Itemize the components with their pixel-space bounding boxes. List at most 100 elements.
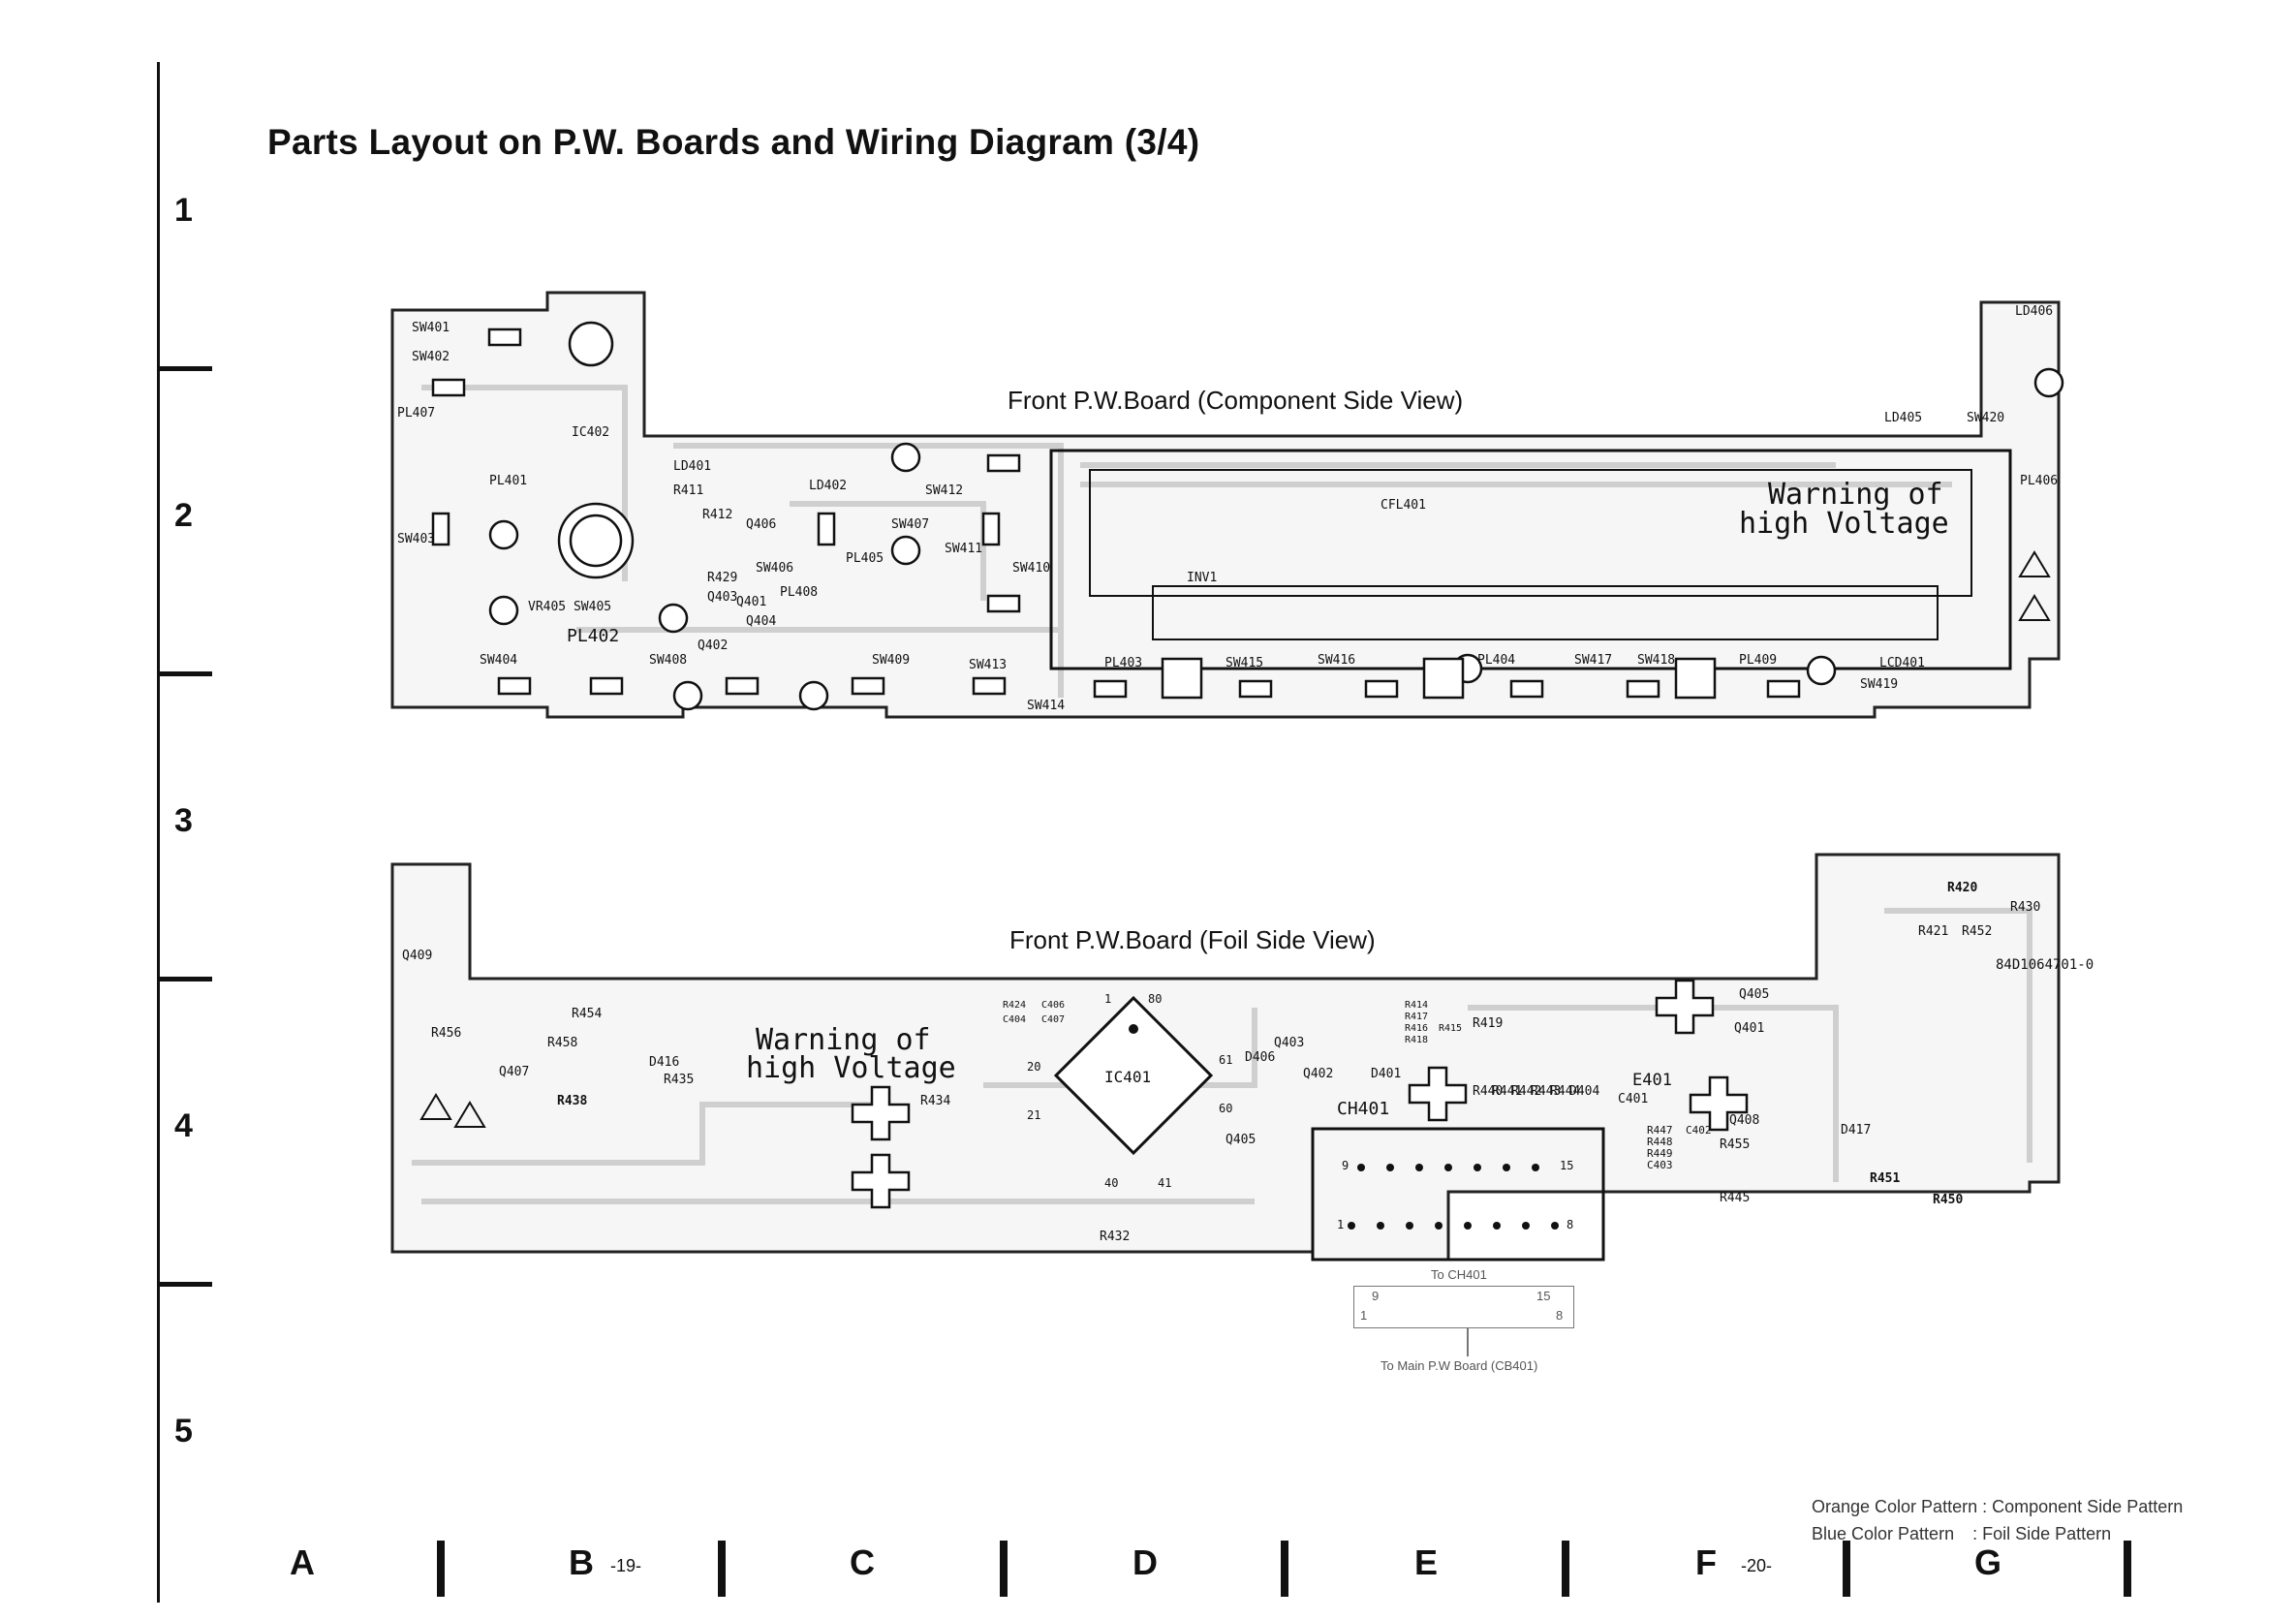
- part-label: IC402: [572, 425, 609, 440]
- part-label: Q407: [499, 1065, 529, 1079]
- part-label: PL408: [780, 585, 818, 600]
- part-label: D404: [1569, 1084, 1599, 1099]
- part-label: LCD401: [1879, 656, 1925, 670]
- hazard-icon: [419, 1093, 486, 1128]
- part-label: R444: [1550, 1084, 1580, 1099]
- part-label: SW412: [925, 483, 963, 498]
- page-number-right: -20-: [1741, 1556, 1773, 1575]
- column-separator: [1562, 1541, 1569, 1597]
- part-label: C406: [1041, 1000, 1065, 1011]
- legend-blue: Blue Color Pattern : Foil Side Pattern: [1812, 1524, 2111, 1544]
- legend-label: Blue Color Pattern: [1812, 1524, 1955, 1543]
- column-letter-b: B: [569, 1542, 594, 1582]
- component-board-label: Front P.W.Board (Component Side View): [1008, 386, 1464, 415]
- part-label: Q402: [1303, 1067, 1333, 1081]
- display-window: [1049, 449, 2012, 670]
- part-label: 84D1064701-0: [1996, 957, 2094, 973]
- column-letter-c: C: [850, 1542, 875, 1582]
- cfl-frame: [1089, 469, 1972, 597]
- part-label: Q401: [1734, 1021, 1764, 1036]
- row-tick: [157, 1282, 212, 1287]
- legend-orange: Orange Color Pattern : Component Side Pa…: [1812, 1497, 2183, 1517]
- foil-board-label: Front P.W.Board (Foil Side View): [1009, 925, 1376, 954]
- part-label: LD402: [809, 479, 847, 493]
- part-label: PL406: [2020, 474, 2058, 488]
- part-label: Q404: [746, 614, 776, 629]
- connector-lead-line: [1467, 1327, 1469, 1356]
- row-tick: [157, 671, 212, 676]
- part-label: R454: [572, 1007, 602, 1021]
- part-label: D417: [1841, 1123, 1871, 1137]
- part-label: PL409: [1739, 653, 1777, 668]
- part-label: R442: [1511, 1084, 1541, 1099]
- part-label: INV1: [1187, 571, 1217, 585]
- part-label: R430: [2010, 900, 2040, 915]
- row-tick: [157, 366, 212, 371]
- part-label: PL402: [567, 626, 619, 646]
- row-number-4: 4: [174, 1107, 193, 1144]
- cfl-tube: [1152, 585, 1939, 640]
- part-label: IC401: [1104, 1068, 1151, 1086]
- column-letter-e: E: [1413, 1542, 1438, 1582]
- part-label: R456: [431, 1026, 461, 1041]
- part-label: R429: [707, 571, 737, 585]
- ic-pin1-dot: [1129, 1024, 1138, 1034]
- part-label: R424: [1003, 1000, 1026, 1011]
- ic-pin-numbers: 1 80 20 21 40 41 60 61 9 15 1 8: [1027, 992, 1573, 1231]
- part-label: SW416: [1318, 653, 1355, 668]
- part-label: C407: [1041, 1014, 1065, 1025]
- part-label: R434: [920, 1094, 950, 1108]
- warning-high-voltage: Warning of high Voltage: [746, 1023, 956, 1085]
- part-label: R448: [1647, 1136, 1673, 1148]
- round-parts: [488, 321, 2064, 711]
- pin-number: 9: [1372, 1289, 1380, 1303]
- part-label: SW408: [649, 653, 687, 668]
- component-part-labels: SW401 SW402 PL407 IC402 PL401 SW403 VR40…: [397, 304, 2058, 713]
- page-number-left: -19-: [610, 1556, 642, 1575]
- part-label: Q409: [402, 949, 432, 963]
- part-label: R450: [1933, 1193, 1963, 1207]
- part-label: R414: [1405, 1000, 1428, 1011]
- pin-number: 21: [1027, 1108, 1040, 1122]
- part-label: Q405: [1739, 987, 1769, 1002]
- column-letter-a: A: [290, 1542, 315, 1582]
- part-label: SW407: [891, 517, 929, 532]
- part-label: Q403: [707, 590, 737, 605]
- column-letter-f: F: [1695, 1542, 1717, 1582]
- pin-number: 15: [1536, 1289, 1551, 1303]
- pin-number: 9: [1342, 1159, 1349, 1172]
- part-label: D406: [1245, 1050, 1275, 1065]
- warning-line: high Voltage: [746, 1051, 956, 1085]
- pin-number: 41: [1158, 1176, 1171, 1190]
- column-separator: [2124, 1541, 2131, 1597]
- part-label: SW420: [1967, 411, 2004, 425]
- legend-label: Orange Color Pattern: [1812, 1497, 1978, 1516]
- pin-number: 15: [1560, 1159, 1573, 1172]
- part-label: CH401: [1337, 1099, 1389, 1119]
- part-label: R420: [1947, 881, 1977, 895]
- column-separator: [1281, 1541, 1288, 1597]
- part-label: Q403: [1274, 1036, 1304, 1050]
- part-label: R411: [673, 483, 703, 498]
- row-number-2: 2: [174, 497, 193, 534]
- part-label: SW418: [1637, 653, 1675, 668]
- part-label: Q405: [1226, 1133, 1256, 1147]
- part-label: SW417: [1574, 653, 1612, 668]
- part-label: SW414: [1027, 699, 1065, 713]
- part-label: SW410: [1012, 561, 1050, 576]
- pin-number: 1: [1104, 992, 1111, 1006]
- part-label: CFL401: [1381, 498, 1426, 513]
- part-label: C401: [1618, 1092, 1648, 1106]
- part-label: C404: [1003, 1014, 1026, 1025]
- legend-desc: : Foil Side Pattern: [1972, 1524, 2112, 1543]
- to-ch401-label: To CH401: [1431, 1267, 1487, 1282]
- row-tick: [157, 977, 212, 981]
- part-label: R432: [1100, 1230, 1130, 1244]
- part-label: PL404: [1477, 653, 1515, 668]
- warning-line: Warning of: [756, 1023, 931, 1057]
- part-label: R416: [1405, 1023, 1428, 1034]
- part-label: D401: [1371, 1067, 1401, 1081]
- part-label: D416: [649, 1055, 679, 1070]
- column-separator: [718, 1541, 726, 1597]
- part-label: Q406: [746, 517, 776, 532]
